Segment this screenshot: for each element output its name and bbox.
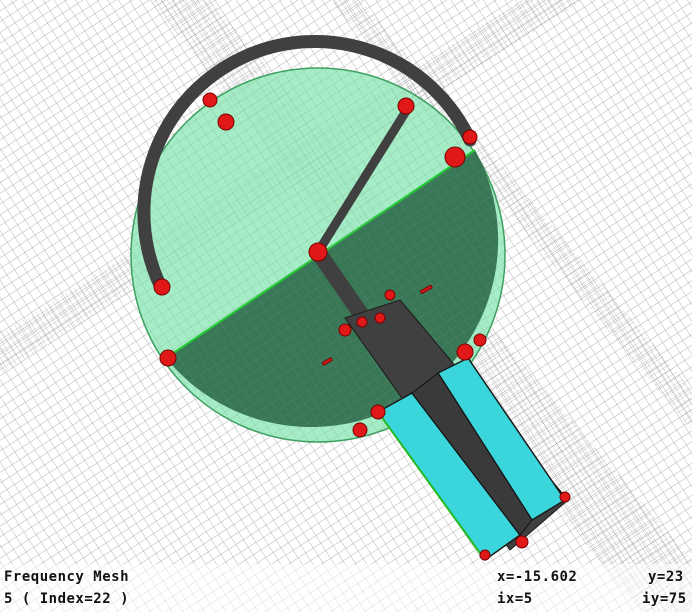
vertex-marker[interactable] [153,278,171,296]
port-markers [153,92,571,561]
diagonal-conductor [314,105,412,255]
vertex-marker[interactable] [397,97,415,115]
index-label: 5 ( Index=22 ) [4,591,130,607]
vertex-marker[interactable] [444,146,466,168]
vertex-marker[interactable] [352,422,368,438]
center-conductor [411,372,533,536]
vertex-marker[interactable] [479,549,491,561]
vertex-marker[interactable] [515,535,529,549]
ground-edge [377,411,486,561]
status-strip [0,564,692,612]
edge-marker [419,284,433,295]
vertex-marker[interactable] [202,92,218,108]
vertex-marker[interactable] [370,404,386,420]
arc-conductor [137,34,477,292]
vertex-marker[interactable] [456,343,474,361]
vertex-marker[interactable] [473,333,487,347]
vertex-marker[interactable] [338,323,352,337]
vertex-marker[interactable] [384,289,396,301]
y-readout: y=23 [648,569,684,585]
vertex-marker[interactable] [462,129,478,145]
mesh-label: Frequency Mesh [4,569,130,585]
vertex-marker[interactable] [308,242,328,262]
x-readout: x=-15.602 [497,569,578,585]
vertex-marker[interactable] [559,491,571,503]
vertex-marker[interactable] [159,349,177,367]
vertex-marker[interactable] [356,316,368,328]
edge-marker [321,356,334,366]
iy-readout: iy=75 [642,591,687,607]
ix-readout: ix=5 [497,591,533,607]
vertex-marker[interactable] [217,113,235,131]
vertex-marker[interactable] [374,312,386,324]
